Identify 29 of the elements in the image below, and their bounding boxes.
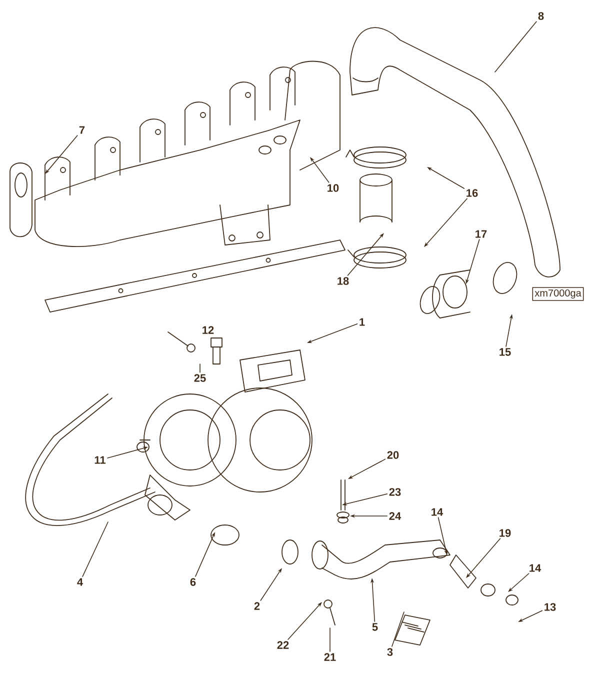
callout-number: 3 [387, 648, 393, 656]
callout-number: 20 [387, 451, 399, 459]
callout-number: 12 [202, 326, 214, 334]
callout-number: 2 [254, 602, 260, 610]
leader-line [392, 612, 404, 647]
callout-number: 11 [94, 456, 106, 464]
callout-number: 8 [538, 12, 544, 20]
callout-number: 16 [466, 189, 478, 197]
callout-number: 23 [389, 488, 401, 496]
callout-number: 24 [389, 512, 402, 520]
drawing-number-box: xm7000ga [532, 287, 584, 301]
callout-number: 6 [190, 578, 196, 586]
callout-number: 18 [338, 277, 349, 285]
callout-number: 14 [432, 508, 444, 516]
callout-number: 19 [500, 529, 511, 537]
leader-line [494, 21, 537, 72]
callout-number: 25 [194, 374, 206, 382]
leader-line [82, 522, 108, 577]
callout-number: 15 [500, 348, 511, 356]
callout-number: 10 [328, 184, 339, 192]
callout-number: 7 [79, 126, 85, 134]
callout-number: 4 [77, 578, 83, 586]
callout-number: 17 [476, 230, 487, 238]
callout-number: 1 [360, 318, 365, 326]
callout-number: 21 [324, 653, 336, 661]
callout-number: 5 [372, 623, 378, 631]
callout-number: 14 [530, 564, 542, 572]
callout-number: 13 [544, 603, 556, 611]
callout-number: 22 [277, 641, 289, 649]
